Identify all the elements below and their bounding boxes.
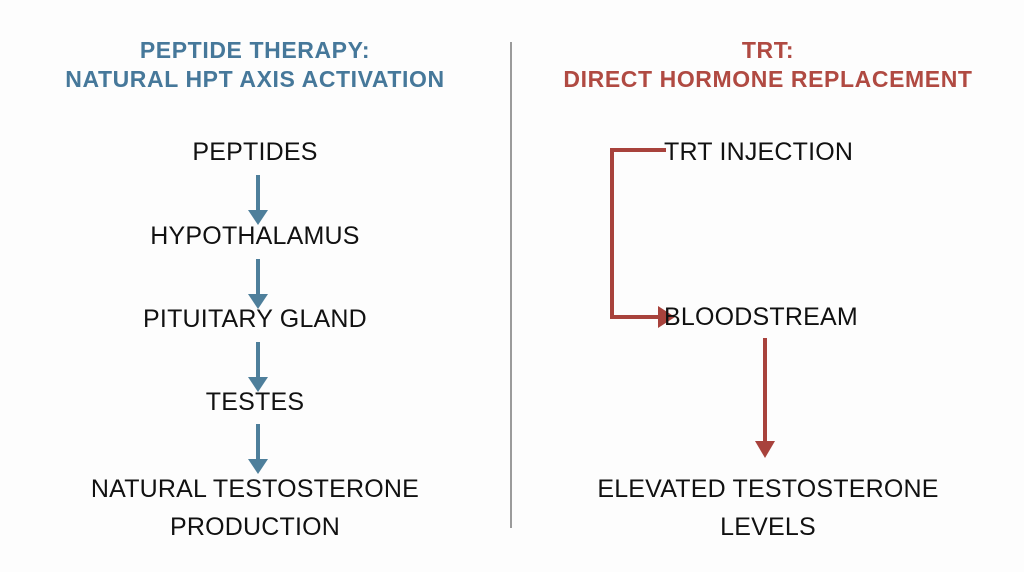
peptide-therapy-title: PEPTIDE THERAPY: NATURAL HPT AXIS ACTIVA… <box>0 36 510 94</box>
trt-title-line1: TRT: <box>741 37 795 63</box>
peptide-therapy-title-line1: PEPTIDE THERAPY: <box>139 37 371 63</box>
arrow-shaft <box>256 259 260 295</box>
arrow-head <box>248 294 268 309</box>
node-elevated-testosterone-levels: ELEVATED TESTOSTERONE LEVELS <box>597 475 939 541</box>
arrow-pituitary-to-testes-icon <box>245 342 271 392</box>
arrow-shaft <box>256 342 260 378</box>
arrow-head <box>248 210 268 225</box>
arrow-peptides-to-hypothalamus-icon <box>245 175 271 225</box>
arrow-bloodstream-to-elevated-levels-icon <box>752 338 778 458</box>
arrow-shaft <box>256 175 260 211</box>
node-testes: TESTES <box>205 388 305 416</box>
elbow-top-segment <box>610 148 666 152</box>
arrow-head <box>248 377 268 392</box>
arrow-hypothalamus-to-pituitary-icon <box>245 259 271 309</box>
node-natural-testosterone-production: NATURAL TESTOSTERONE PRODUCTION <box>90 475 420 541</box>
node-trt-injection: TRT INJECTION <box>664 138 854 166</box>
arrow-head <box>248 459 268 474</box>
peptide-therapy-title-line2: NATURAL HPT AXIS ACTIVATION <box>65 66 445 92</box>
trt-column: TRT: DIRECT HORMONE REPLACEMENT TRT INJE… <box>512 0 1024 572</box>
arrow-head <box>755 441 775 458</box>
elbow-injection-to-bloodstream-icon <box>610 148 690 328</box>
peptide-therapy-column: PEPTIDE THERAPY: NATURAL HPT AXIS ACTIVA… <box>0 0 510 572</box>
arrow-testes-to-production-icon <box>245 424 271 474</box>
vertical-divider <box>510 42 512 528</box>
trt-title: TRT: DIRECT HORMONE REPLACEMENT <box>512 36 1024 94</box>
node-hypothalamus: HYPOTHALAMUS <box>150 222 360 250</box>
node-bloodstream: BLOODSTREAM <box>664 303 858 331</box>
elbow-arrow-head <box>658 306 675 328</box>
node-peptides: PEPTIDES <box>192 138 318 166</box>
trt-title-line2: DIRECT HORMONE REPLACEMENT <box>563 66 973 92</box>
elbow-bottom-segment <box>610 315 660 319</box>
arrow-shaft <box>256 424 260 460</box>
node-pituitary-gland: PITUITARY GLAND <box>143 305 367 333</box>
arrow-shaft <box>763 338 767 442</box>
elbow-vertical-segment <box>610 148 614 319</box>
